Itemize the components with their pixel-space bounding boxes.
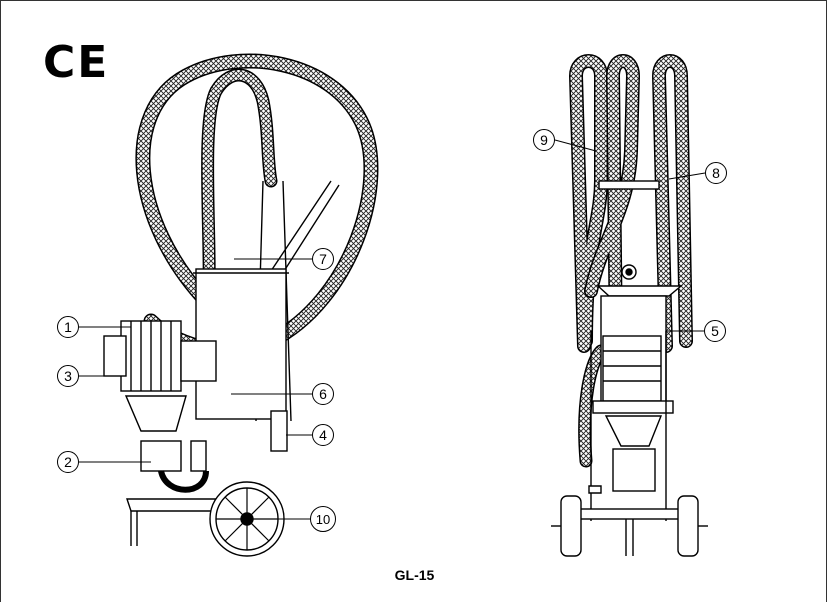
callout-8: 8	[705, 162, 727, 184]
callout-9: 9	[533, 129, 555, 151]
callout-6: 6	[312, 383, 334, 405]
model-label: GL-15	[394, 567, 435, 583]
callout-2: 2	[57, 451, 79, 473]
leaders-left	[79, 258, 312, 520]
callout-10: 10	[310, 506, 336, 532]
callout-1: 1	[57, 316, 79, 338]
callout-7: 7	[312, 248, 334, 270]
side-view	[103, 53, 379, 557]
ce-mark: CE	[43, 37, 110, 88]
callout-3: 3	[57, 365, 79, 387]
leaders-right	[554, 139, 706, 332]
callout-5: 5	[704, 320, 726, 342]
callout-4: 4	[312, 424, 334, 446]
front-view	[551, 54, 708, 557]
